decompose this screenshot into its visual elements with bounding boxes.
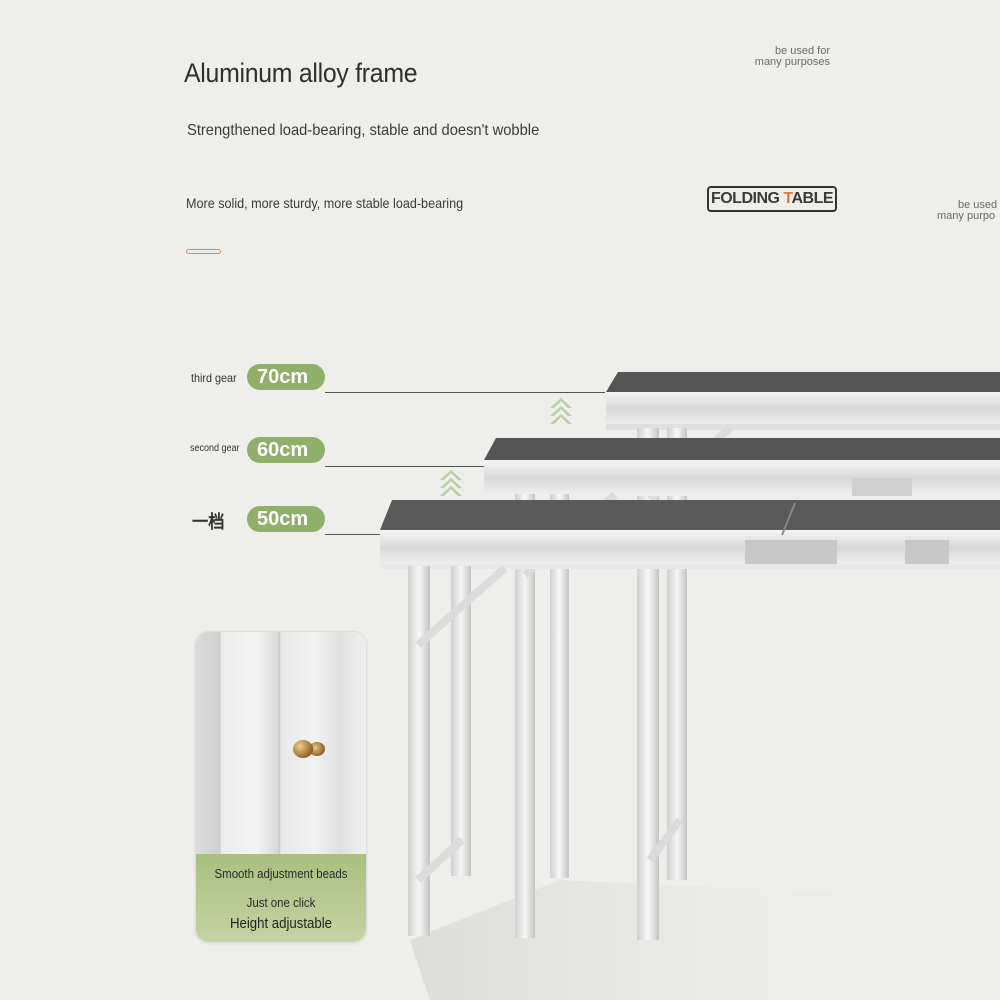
used-for-note-partial: be used many purpo bbox=[900, 200, 1000, 222]
folding-table-badge: FOLDING TABLE bbox=[707, 186, 837, 212]
table-50cm bbox=[380, 500, 1000, 936]
tagline: More solid, more sturdy, more stable loa… bbox=[186, 195, 464, 211]
gear-pill-50: 50cm bbox=[247, 506, 325, 532]
badge-text-accent: T bbox=[783, 190, 792, 207]
callout-caption-area bbox=[196, 854, 366, 942]
leg-closeup-image bbox=[196, 632, 366, 854]
bead-ring bbox=[309, 742, 325, 756]
used-for-line1: be used for bbox=[774, 45, 830, 57]
gear-pill-70: 70cm bbox=[247, 364, 325, 390]
accent-divider bbox=[186, 249, 221, 254]
used-for-line2: many purposes bbox=[754, 56, 830, 68]
page-title: Aluminum alloy frame bbox=[184, 58, 418, 88]
callout-line3: Height adjustable bbox=[229, 915, 332, 932]
gear-label-second: second gear bbox=[190, 443, 240, 454]
gear-line-first bbox=[325, 534, 382, 535]
subtitle: Strengthened load-bearing, stable and do… bbox=[187, 122, 540, 139]
double-chevron-up-icon bbox=[440, 398, 572, 496]
gear-line-second bbox=[325, 466, 485, 467]
gear-label-first: 一档 bbox=[192, 512, 225, 532]
badge-text-pre: FOLDING bbox=[710, 190, 784, 207]
used-for-partial-line1: be used bbox=[958, 199, 998, 211]
adjustment-bead-callout: Smooth adjustment beads Just one click H… bbox=[195, 631, 367, 943]
used-for-note: be used for many purposes bbox=[700, 46, 830, 68]
used-for-partial-line2: many purpo bbox=[937, 210, 996, 222]
gear-pill-60: 60cm bbox=[247, 437, 325, 463]
floor-shadow bbox=[410, 880, 1000, 1000]
callout-line1: Smooth adjustment beads bbox=[214, 866, 348, 881]
adjustment-bead-icon bbox=[293, 740, 313, 758]
badge-text-post: ABLE bbox=[791, 190, 834, 207]
gear-label-third: third gear bbox=[191, 371, 237, 385]
callout-line2: Just one click bbox=[246, 895, 316, 910]
gear-line-third bbox=[325, 392, 605, 393]
